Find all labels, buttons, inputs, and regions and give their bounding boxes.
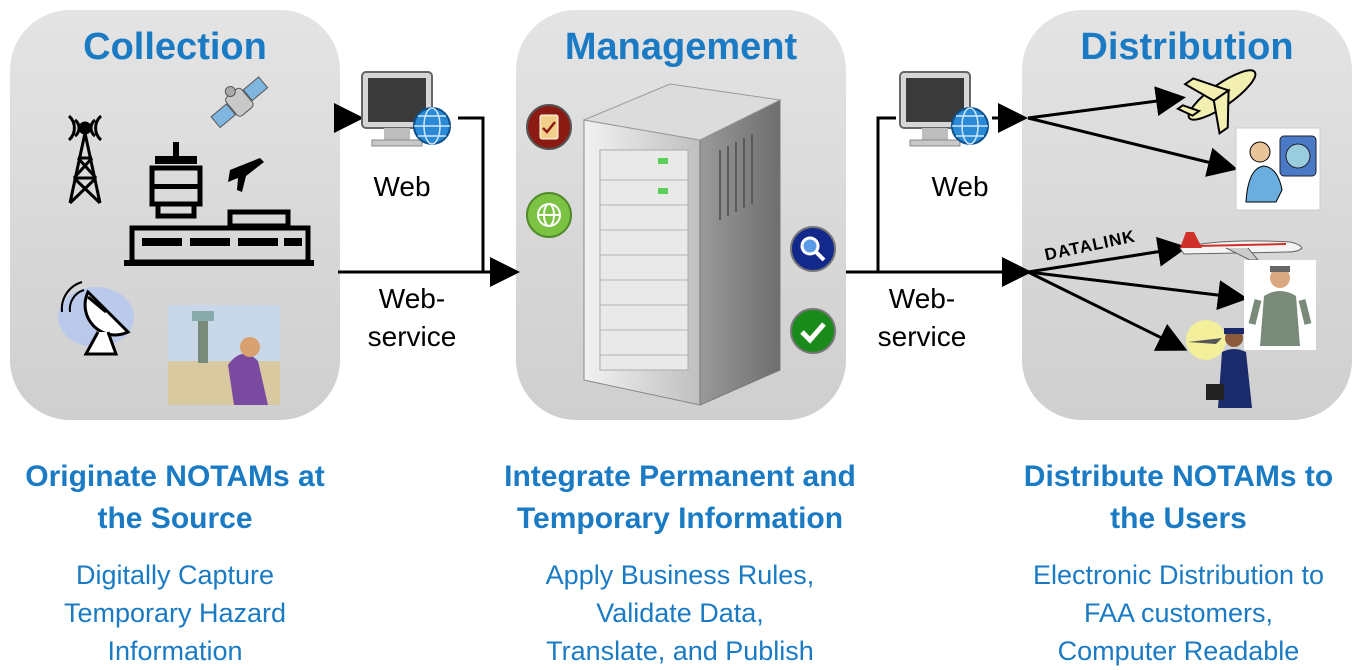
management-heading-line-2: Temporary Information <box>516 502 844 535</box>
cartoon-airplane-icon <box>1175 69 1257 136</box>
web-monitor-icon-left <box>361 71 451 147</box>
right-webservice-line-2: service <box>877 321 967 352</box>
management-title: Management <box>564 26 798 68</box>
distribution-description-line-3: Computer Readable <box>1057 636 1300 666</box>
management-description-line-3: Translate, and Publish <box>546 636 814 666</box>
web-monitor-icon-right <box>899 71 989 147</box>
search-badge-icon <box>790 226 836 272</box>
left-webservice-label: Web- service <box>352 280 472 356</box>
collection-heading-line-1: Originate NOTAMs at <box>25 460 325 493</box>
distribution-heading-line-2: the Users <box>1110 502 1247 535</box>
left-webservice-line-1: Web- <box>378 283 446 314</box>
jet-airliner-icon <box>1179 232 1303 261</box>
distribution-heading: Distribute NOTAMs to the Users <box>998 456 1359 540</box>
right-webservice-line-1: Web- <box>888 283 956 314</box>
airport-tower-icon <box>124 142 314 266</box>
clipboard-badge-icon <box>526 104 572 150</box>
air-traffic-controller-icon <box>1235 127 1321 211</box>
distribution-heading-line-1: Distribute NOTAMs to <box>1023 460 1334 493</box>
right-webservice-label: Web- service <box>862 280 982 356</box>
collection-description-line-3: Information <box>107 636 243 666</box>
collection-description-line-2: Temporary Hazard <box>63 598 287 628</box>
management-heading: Integrate Permanent and Temporary Inform… <box>470 456 890 540</box>
management-description-line-2: Validate Data, <box>596 598 764 628</box>
left-webservice-line-2: service <box>367 321 457 352</box>
collection-description-line-1: Digitally Capture <box>75 560 275 590</box>
satellite-icon <box>210 76 269 129</box>
satellite-dish-icon <box>58 281 134 356</box>
collection-heading-line-2: the Source <box>97 502 253 535</box>
distribution-description: Electronic Distribution to FAA customers… <box>998 556 1359 670</box>
hazard-scene-icon <box>168 305 280 405</box>
distribution-description-line-2: FAA customers, <box>1083 598 1274 628</box>
right-web-label: Web <box>931 171 989 202</box>
collection-description: Digitally Capture Temporary Hazard Infor… <box>0 556 350 670</box>
globe-badge-icon <box>526 192 572 238</box>
pilot-icon <box>1244 260 1316 350</box>
distribution-description-line-1: Electronic Distribution to <box>1032 560 1325 590</box>
management-description-line-1: Apply Business Rules, <box>545 560 815 590</box>
management-description: Apply Business Rules, Validate Data, Tra… <box>470 556 890 670</box>
server-icon <box>582 83 782 406</box>
distribution-title: Distribution <box>1080 26 1294 68</box>
management-heading-line-1: Integrate Permanent and <box>504 460 856 493</box>
left-web-label: Web <box>373 171 431 202</box>
airline-captain-icon <box>1186 320 1252 408</box>
checkmark-badge-icon <box>790 308 836 354</box>
collection-title: Collection <box>83 26 267 68</box>
distribution-panel: Distribution <box>1022 10 1352 420</box>
radio-tower-icon <box>67 114 103 205</box>
collection-heading: Originate NOTAMs at the Source <box>0 456 350 540</box>
